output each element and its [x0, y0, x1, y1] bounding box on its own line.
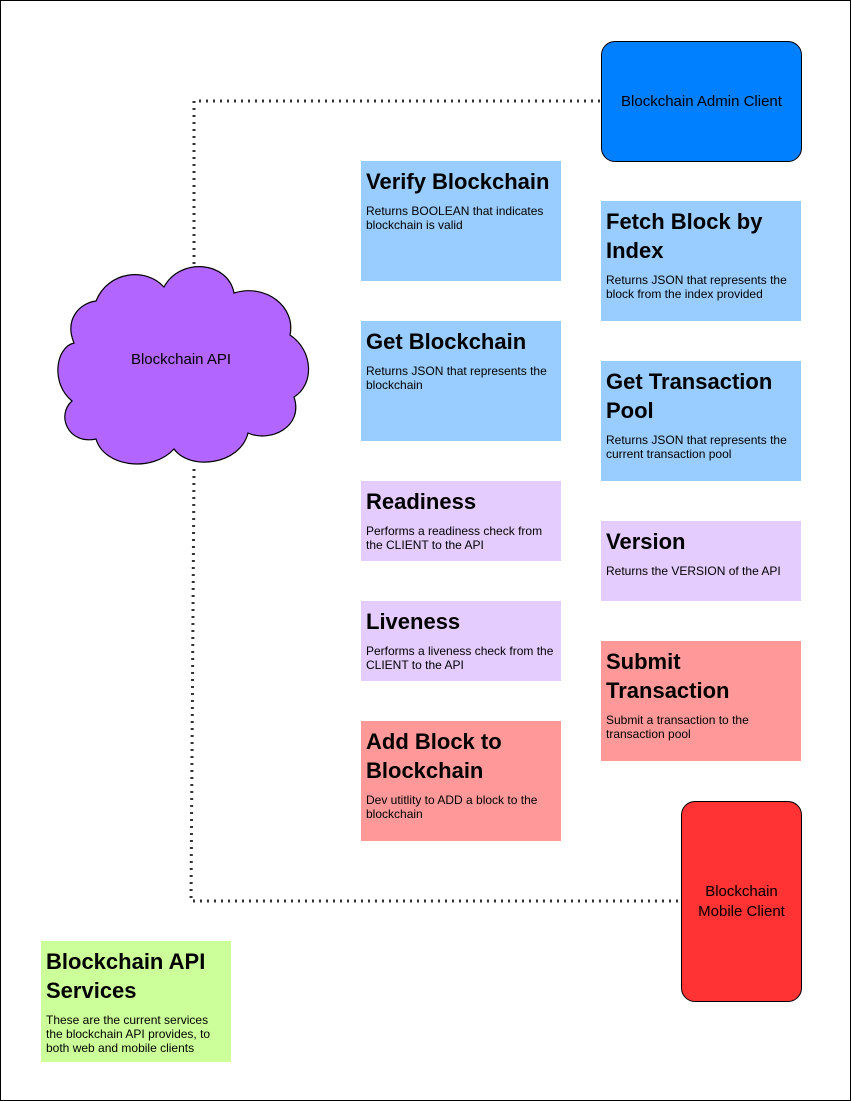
service-card-submit-transaction[interactable]: Submit Transaction Submit a transaction …	[601, 641, 801, 761]
service-description: Performs a liveness check from the CLIEN…	[366, 644, 554, 672]
service-card-version[interactable]: Version Returns the VERSION of the API	[601, 521, 801, 601]
service-description: Returns JSON that represents the current…	[606, 433, 787, 461]
admin-connector	[192, 99, 600, 273]
service-title: Verify Blockchain	[366, 169, 550, 194]
service-description: Performs a readiness check from the CLIE…	[366, 524, 543, 552]
blockchain-api-label: Blockchain API	[130, 351, 232, 368]
service-card-transaction-pool[interactable]: Get Transaction Pool Returns JSON that r…	[601, 361, 801, 481]
service-card-liveness[interactable]: Liveness Performs a liveness check from …	[361, 601, 561, 681]
service-title: Get Transaction Pool	[606, 369, 773, 423]
admin-client-box[interactable]: Blockchain Admin Client	[601, 41, 802, 162]
admin-client-label: Blockchain Admin Client	[621, 92, 782, 110]
service-description: Submit a transaction to the transaction …	[606, 713, 749, 741]
cloud-shape	[57, 266, 310, 465]
service-card-verify-blockchain[interactable]: Verify Blockchain Returns BOOLEAN that i…	[361, 161, 561, 281]
service-description: Returns JSON that represents the block f…	[606, 273, 787, 301]
service-title: Liveness	[366, 609, 461, 634]
service-card-readiness[interactable]: Readiness Performs a readiness check fro…	[361, 481, 561, 561]
service-title: Version	[606, 529, 686, 554]
service-title: Submit Transaction	[606, 649, 730, 703]
legend-card: Blockchain API Services These are the cu…	[41, 941, 231, 1062]
service-title: Readiness	[366, 489, 477, 514]
service-card-get-blockchain[interactable]: Get Blockchain Returns JSON that represe…	[361, 321, 561, 441]
service-title: Get Blockchain	[366, 329, 527, 354]
legend-title: Blockchain API Services	[46, 949, 206, 1003]
service-card-fetch-block[interactable]: Fetch Block by Index Returns JSON that r…	[601, 201, 801, 321]
service-description: Returns JSON that represents the blockch…	[366, 364, 547, 392]
mobile-client-label: Blockchain Mobile Client	[698, 882, 785, 920]
legend-description: These are the current services the block…	[46, 1013, 211, 1055]
service-title: Add Block to Blockchain	[366, 729, 502, 783]
service-description: Dev utitlity to ADD a block to the block…	[366, 793, 538, 821]
service-title: Fetch Block by Index	[606, 209, 763, 263]
mobile-client-box[interactable]: Blockchain Mobile Client	[681, 801, 802, 1002]
service-description: Returns BOOLEAN that indicates blockchai…	[366, 204, 544, 232]
service-description: Returns the VERSION of the API	[606, 564, 781, 578]
blockchain-api-cloud-icon[interactable]	[56, 259, 316, 474]
service-card-add-block[interactable]: Add Block to Blockchain Dev utitlity to …	[361, 721, 561, 841]
